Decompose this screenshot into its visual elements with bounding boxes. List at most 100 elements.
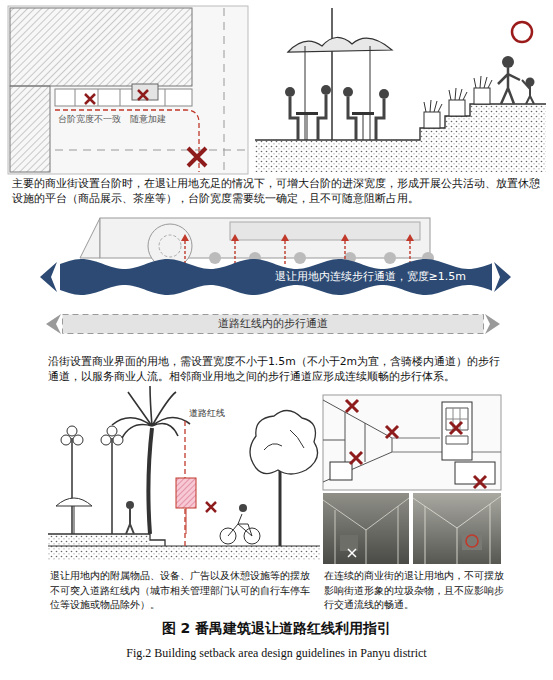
walkway-plan-part [181,234,414,241]
site-plan-part [8,6,248,174]
clutter-sketch-part [346,400,358,412]
walkway-plan-part [494,262,511,292]
band-text: 退让用地内连续步行通道，宽度≥1.5m [60,257,492,297]
cafe-section-part [370,46,371,140]
band-text: 道路红线内的步行通道 [62,314,484,334]
street-section-part [107,426,117,436]
street-section [48,386,320,560]
cafe-section-part [288,37,392,52]
cafe-section-part [498,68,520,104]
street-photos-part [348,549,356,557]
street-section-part [250,410,318,474]
site-plan-part [132,84,158,100]
cafe-section-part [522,80,534,104]
site-plan [8,6,248,174]
street-section-part [126,509,134,534]
walkway-plan-part [384,252,396,264]
cafe-section-part [379,89,389,99]
walkway-band: 退让用地内连续步行通道，宽度≥1.5m [60,257,492,297]
cafe-section-part [285,87,295,97]
clutter-sketch-part [323,395,501,490]
street-section-part [111,438,113,534]
street-section-part [239,504,247,512]
walkway-plan-part [209,252,221,264]
cafe-section-part [512,22,532,42]
site-plan-part [10,8,192,86]
walkway-plan-part [185,238,410,264]
street-photos-part [462,532,482,550]
site-plan-part [55,89,192,106]
street-section-part [112,386,190,438]
cafe-section-part [352,112,374,115]
street-section-part [176,478,196,508]
wavy-band [60,259,492,295]
cafe-section-part [290,95,384,140]
clutter-sketch-part [450,422,462,434]
street-section-part [48,546,320,560]
site-plan-part [10,86,50,172]
street-photos-part [323,498,409,564]
street-section-part [113,435,123,445]
street-section-part [186,508,187,534]
street-section-part [279,470,282,546]
walkway-plan-part [294,252,306,264]
cafe-section-part [296,112,318,115]
street-section-part [67,426,77,436]
dashed-band [63,315,484,334]
clutter-sketch-part [455,462,495,484]
clutter-sketch-part [446,408,468,444]
walkway-plan-part [159,235,181,257]
street-photos [323,493,501,564]
street-section-part [74,506,75,534]
street-section-part [61,435,71,445]
street-section-part [148,428,152,534]
site-plan-part [55,150,246,151]
guideline-text: 在连续的商业街的退让用地内，不可摆放影响街道形象的垃圾杂物，且不应影响步行交通流… [324,568,504,612]
walkway-plan-part [485,314,500,334]
street-section-part [126,501,134,509]
street-section-part [48,535,150,546]
guideline-text: 退让用地内的附属物品、设备、广告以及休憩设施等的摆放不可突入道路红线内（城市相关… [50,568,318,612]
sidewalk-band: 道路红线内的步行通道 [62,314,484,334]
cafe-section-part [321,85,331,95]
site-plan-part [85,94,95,104]
cafe-section-part [331,8,333,140]
street-section-part [71,438,73,534]
street-photos-part [413,493,501,564]
guideline-text: 沿街设置商业界面的用地，需设置宽度不小于1.5m（不小于2m为宜，含骑楼内通道）… [48,354,510,385]
street-photos-part [466,535,478,547]
clutter-sketch-part [442,402,472,460]
redline-label: 道路红线 [189,407,225,419]
street-section-part [264,430,304,450]
clutter-sketch-part [330,462,352,480]
cafe-section-part [305,46,306,140]
clutter-sketch-part [323,400,392,482]
street-section-part [73,435,83,445]
street-section-part [48,534,165,546]
node-text: 退让用地内连续步行通道，宽度≥1.5m [275,270,466,284]
walkway-plan [40,218,511,334]
cafe-section [255,8,546,172]
clutter-sketch-part [386,426,398,438]
guideline-text: 主要的商业街设置台阶时，在退让用地充足的情况下，可增大台阶的进深宽度，形成开展公… [12,176,544,207]
street-section-part [228,514,252,536]
site-plan-part [55,110,199,172]
walkway-plan-part [80,218,100,258]
cafe-section-part [424,112,440,128]
clutter-sketch-part [474,476,486,488]
site-plan-part [138,90,148,100]
figure-caption: 图 2 番禺建筑退让道路红线利用指引 [0,620,553,638]
clutter-sketch-part [350,452,362,464]
street-section-part [56,498,92,506]
street-photos-part [340,535,358,551]
english-caption: Fig.2 Building setback area design guide… [0,645,553,662]
cafe-section-part [343,87,353,97]
cafe-section-part [449,100,465,116]
note-label: 台阶宽度不一致 [58,113,121,125]
site-plan-part [188,148,206,166]
street-section-part [101,435,111,445]
walkway-plan-part [230,222,420,240]
clutter-sketch [323,395,501,490]
walkway-plan-part [46,314,61,334]
street-section-part [176,478,196,508]
